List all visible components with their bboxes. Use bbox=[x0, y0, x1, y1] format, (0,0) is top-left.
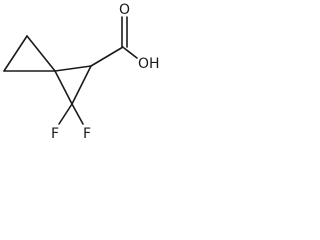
bond-c-oh bbox=[123, 47, 138, 59]
bond-c-f-left bbox=[58, 103, 73, 125]
atom-label-fluorine-right: F bbox=[83, 126, 91, 142]
bond-ring1-top bbox=[26, 35, 56, 72]
atom-label-carbonyl-oxygen: O bbox=[119, 2, 130, 18]
bond-ring2-left bbox=[54, 70, 73, 105]
atom-label-fluorine-left: F bbox=[51, 126, 59, 142]
bond-ring2-top bbox=[54, 65, 92, 72]
molecule-structure: O OH F F bbox=[3, 2, 160, 142]
atom-label-hydroxyl: OH bbox=[138, 56, 160, 72]
bond-c-f-right bbox=[71, 103, 84, 125]
bond-ring2-right bbox=[71, 65, 92, 105]
bond-c-cooh bbox=[90, 46, 124, 67]
bond-ring1-left bbox=[3, 35, 28, 72]
